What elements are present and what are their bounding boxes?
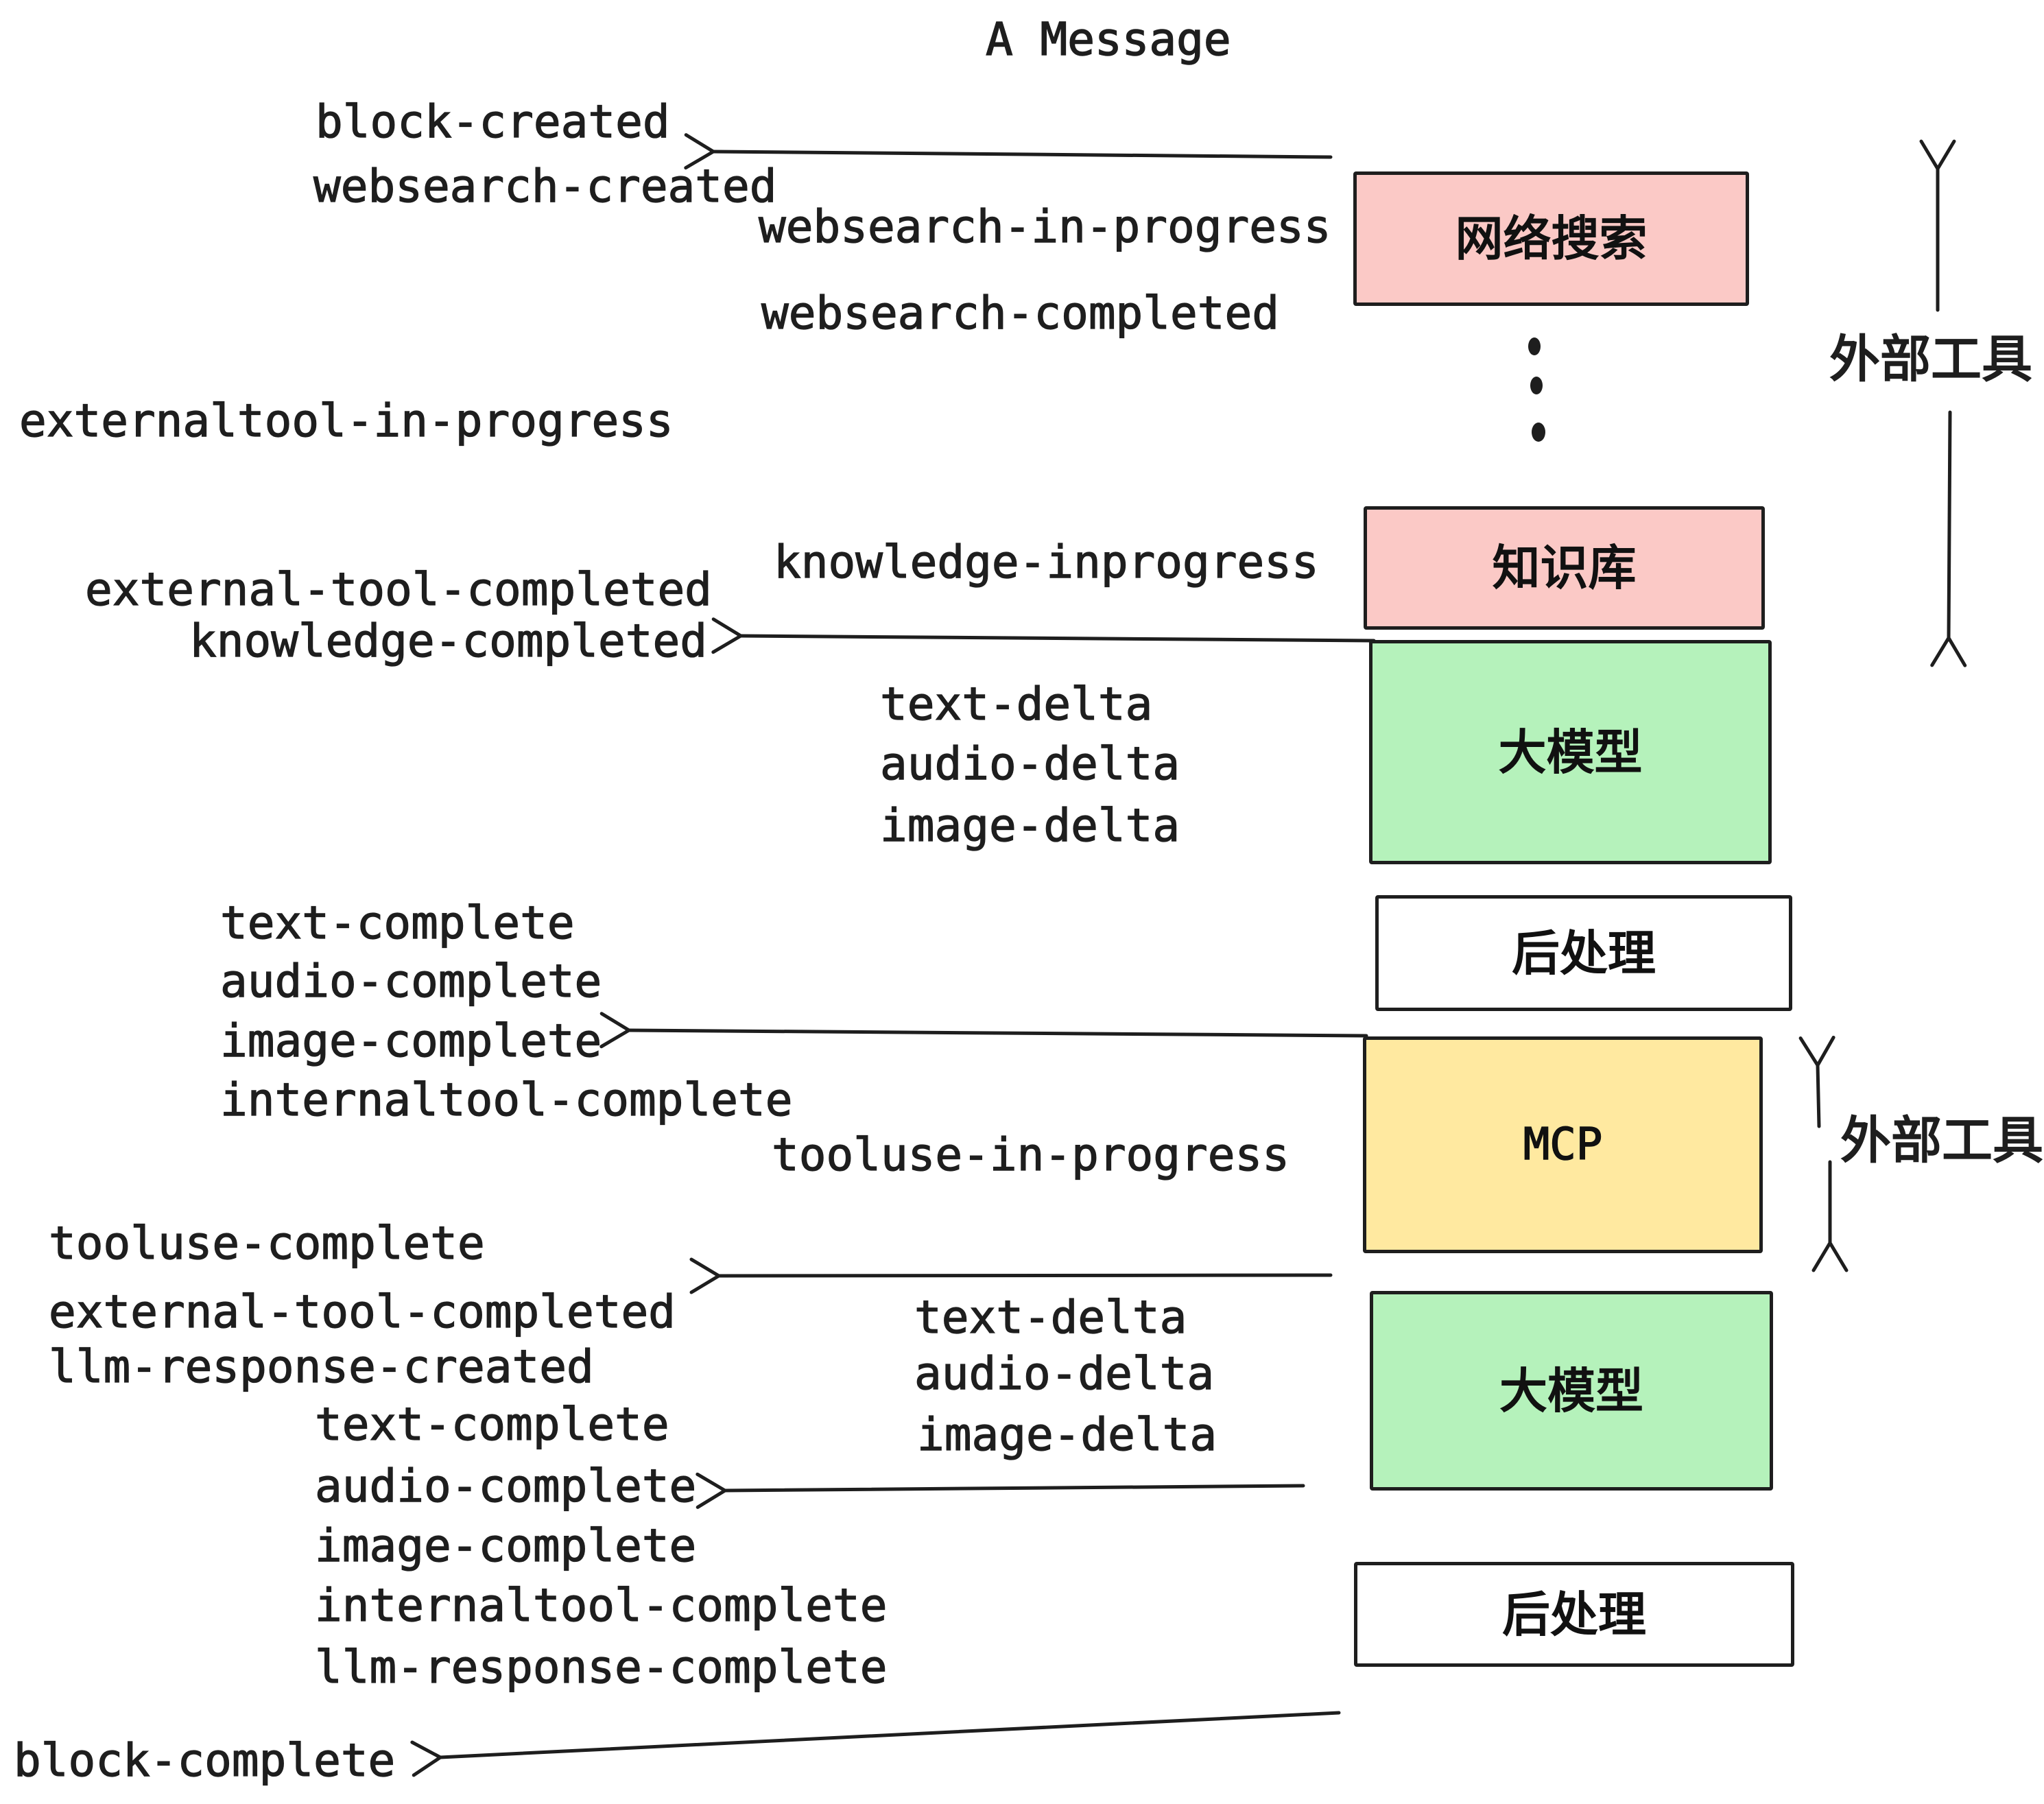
box-postprocess-1: 后处理 [1375, 895, 1792, 1011]
ellipsis-dots [1528, 337, 1545, 442]
arrow-audio-complete [696, 1472, 1305, 1509]
event-image-complete-2: image-complete [314, 1519, 697, 1572]
arrow-external-tools-2-up [1798, 1035, 1835, 1128]
box-websearch-label: 网络搜索 [1455, 211, 1648, 267]
box-llm-2: 大模型 [1370, 1291, 1773, 1491]
arrow-tooluse-complete [689, 1257, 1333, 1294]
event-tooluse-complete: tooluse-complete [48, 1217, 485, 1270]
event-tooluse-in-progress: tooluse-in-progress [771, 1128, 1290, 1181]
box-mcp-label: MCP [1523, 1119, 1603, 1170]
box-knowledge-base-label: 知识库 [1492, 540, 1637, 596]
event-websearch-completed: websearch-completed [761, 287, 1279, 340]
event-internaltool-complete-1: internaltool-complete [219, 1073, 793, 1126]
box-postprocess-2: 后处理 [1354, 1562, 1794, 1667]
event-audio-delta-2: audio-delta [914, 1347, 1215, 1400]
event-image-delta-1: image-delta [879, 799, 1180, 852]
diagram-title: A Message [985, 13, 1231, 66]
event-externaltool-in-progress: externaltool-in-progress [19, 394, 674, 447]
event-external-tool-completed-2: external-tool-completed [48, 1285, 676, 1338]
box-postprocess-2-label: 后处理 [1502, 1586, 1646, 1643]
event-internaltool-complete-2: internaltool-complete [314, 1579, 888, 1632]
arrow-external-tools-1-down [1930, 410, 1967, 667]
event-text-complete-2: text-complete [314, 1398, 669, 1451]
box-knowledge-base: 知识库 [1364, 506, 1765, 630]
event-audio-complete-2: audio-complete [314, 1460, 697, 1512]
box-postprocess-1-label: 后处理 [1512, 925, 1656, 982]
external-tools-label-1: 外部工具 [1829, 330, 2032, 389]
event-external-tool-completed-1: external-tool-completed [84, 563, 712, 616]
event-websearch-in-progress: websearch-in-progress [758, 200, 1331, 253]
arrow-knowledge-completed [711, 617, 1376, 654]
arrow-image-complete [599, 1012, 1368, 1049]
box-websearch: 网络搜索 [1353, 171, 1749, 306]
event-audio-delta-1: audio-delta [879, 737, 1180, 790]
event-text-delta-1: text-delta [879, 678, 1153, 731]
event-llm-response-created: llm-response-created [48, 1340, 594, 1393]
external-tools-label-2: 外部工具 [1840, 1111, 2043, 1170]
event-block-complete: block-complete [13, 1734, 396, 1787]
event-image-complete-1: image-complete [219, 1014, 602, 1067]
event-knowledge-inprogress: knowledge-inprogress [773, 536, 1319, 589]
event-block-created: block-created [315, 95, 670, 148]
box-llm-1-label: 大模型 [1498, 724, 1643, 781]
event-image-delta-2: image-delta [916, 1408, 1217, 1461]
event-text-complete-1: text-complete [219, 897, 575, 949]
event-knowledge-completed: knowledge-completed [189, 615, 707, 667]
box-llm-2-label: 大模型 [1499, 1362, 1643, 1419]
arrow-block-created [684, 133, 1333, 170]
box-mcp: MCP [1363, 1036, 1763, 1253]
event-text-delta-2: text-delta [914, 1291, 1187, 1344]
arrow-block-complete [410, 1711, 1341, 1777]
event-websearch-created: websearch-created [313, 160, 777, 213]
event-llm-response-complete: llm-response-complete [314, 1641, 888, 1694]
box-llm-1: 大模型 [1369, 640, 1772, 864]
event-audio-complete-1: audio-complete [219, 955, 602, 1008]
